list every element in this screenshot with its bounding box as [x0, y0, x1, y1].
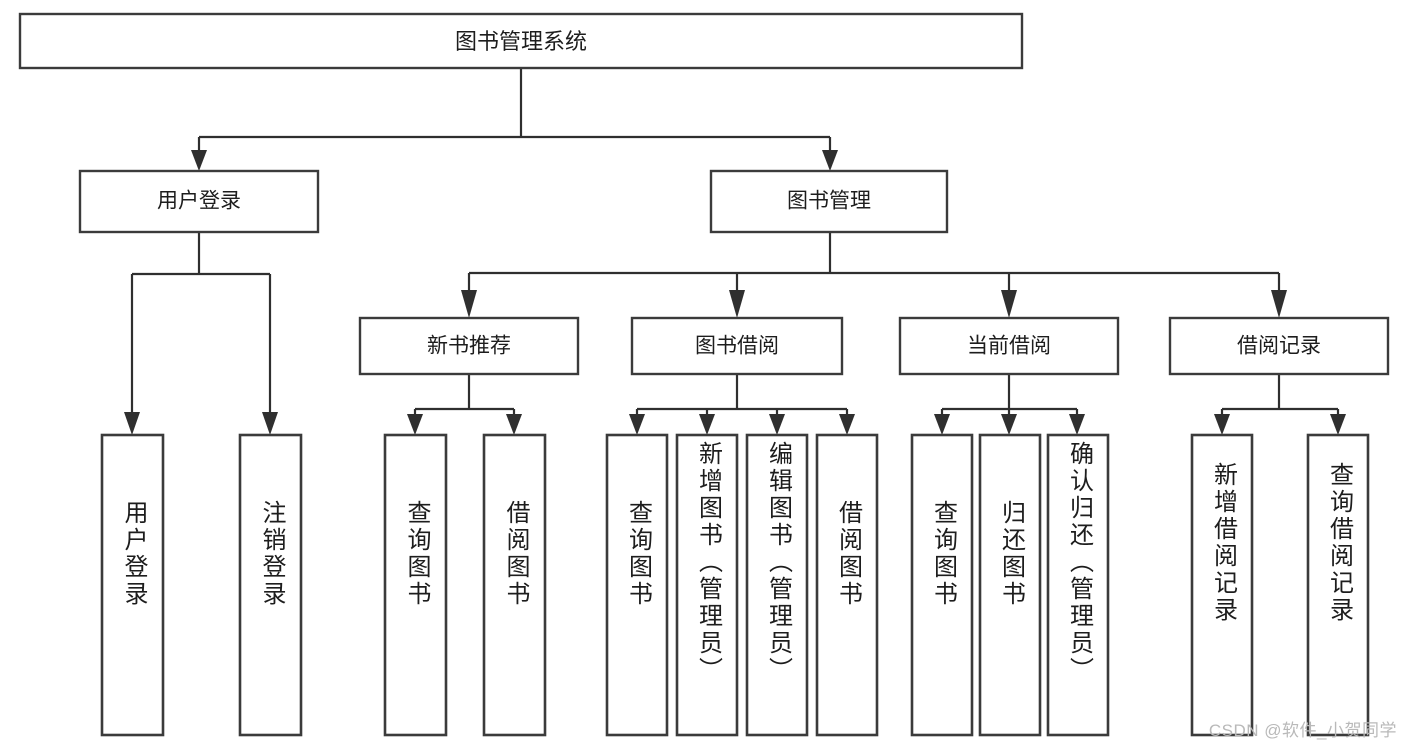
arrow-head-book-manage	[822, 150, 838, 171]
node-book-manage-label: 图书管理	[787, 190, 871, 213]
leaf-box-bb-query-book[interactable]	[605, 433, 669, 737]
arrow-head-cb-leaf-1	[934, 414, 950, 435]
arrow-head-bb-leaf-3	[769, 414, 785, 435]
leaf-box-nb-borrow-book[interactable]	[482, 433, 547, 737]
node-new-book-recommend[interactable]: 新书推荐	[358, 316, 580, 376]
watermark: CSDN @软件_小贺同学	[1208, 721, 1397, 740]
leaf-box-nb-query-book[interactable]	[383, 433, 448, 737]
node-root-box[interactable]	[18, 12, 1024, 70]
arrow-head-nb-leaf-1	[407, 414, 423, 435]
arrow-head-user-login	[191, 150, 207, 171]
node-book-manage[interactable]: 图书管理	[709, 169, 949, 234]
leaf-box-br-query-record[interactable]	[1306, 433, 1370, 737]
node-current-borrow-label: 当前借阅	[967, 335, 1051, 358]
node-root-label: 图书管理系统	[455, 29, 587, 54]
leaf-box-bb-edit-book[interactable]	[745, 433, 809, 737]
arrow-head-nb-leaf-2	[506, 414, 522, 435]
leaf-box-logout[interactable]	[238, 433, 303, 737]
node-user-login-label: 用户登录	[157, 190, 241, 213]
node-book-borrow[interactable]: 图书借阅	[630, 316, 844, 376]
node-borrow-record-box[interactable]	[1168, 316, 1390, 376]
arrow-head-cb-leaf-2	[1001, 414, 1017, 435]
arrow-head-cb-leaf-3	[1069, 414, 1085, 435]
arrow-head-br-leaf-1	[1214, 414, 1230, 435]
leaf-box-group	[100, 433, 1370, 737]
node-new-book-recommend-box[interactable]	[358, 316, 580, 376]
arrow-head-book-borrow	[729, 290, 745, 318]
arrow-head-leaf-user-login	[124, 412, 140, 435]
node-root[interactable]: 图书管理系统	[18, 12, 1024, 70]
leaf-box-br-add-record[interactable]	[1190, 433, 1254, 737]
arrow-head-new-book	[461, 290, 477, 318]
node-current-borrow-box[interactable]	[898, 316, 1120, 376]
arrow-head-borrow-record	[1271, 290, 1287, 318]
node-user-login[interactable]: 用户登录	[78, 169, 320, 234]
node-book-borrow-box[interactable]	[630, 316, 844, 376]
leaf-box-bb-add-book[interactable]	[675, 433, 739, 737]
node-user-login-box[interactable]	[78, 169, 320, 234]
arrow-head-bb-leaf-1	[629, 414, 645, 435]
arrow-head-bb-leaf-2	[699, 414, 715, 435]
arrow-head-br-leaf-2	[1330, 414, 1346, 435]
arrow-head-bb-leaf-4	[839, 414, 855, 435]
arrow-head-current-borrow	[1001, 290, 1017, 318]
leaf-box-bb-borrow-book[interactable]	[815, 433, 879, 737]
node-borrow-record-label: 借阅记录	[1237, 335, 1321, 358]
node-book-manage-box[interactable]	[709, 169, 949, 234]
leaf-box-cb-confirm-return[interactable]	[1046, 433, 1110, 737]
connector-group	[124, 68, 1346, 435]
node-new-book-recommend-label: 新书推荐	[427, 335, 511, 358]
leaf-box-cb-return-book[interactable]	[978, 433, 1042, 737]
node-current-borrow[interactable]: 当前借阅	[898, 316, 1120, 376]
node-book-borrow-label: 图书借阅	[695, 335, 779, 358]
node-borrow-record[interactable]: 借阅记录	[1168, 316, 1390, 376]
arrow-head-leaf-logout	[262, 412, 278, 435]
leaf-box-user-login[interactable]	[100, 433, 165, 737]
leaf-box-cb-query-book[interactable]	[910, 433, 974, 737]
